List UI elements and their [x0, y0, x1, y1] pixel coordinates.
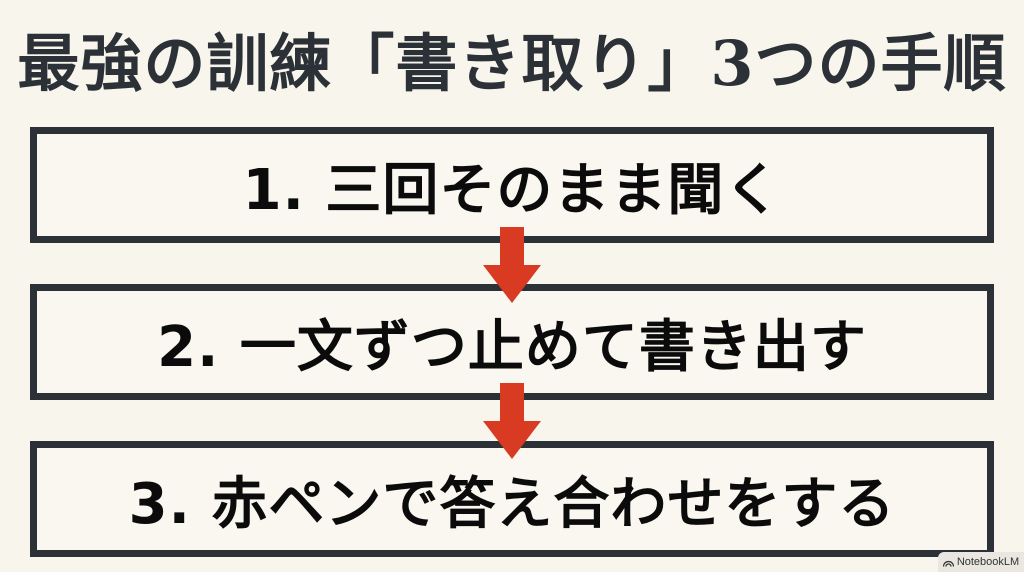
step-box-1: 1. 三回そのまま聞く [30, 127, 994, 243]
down-arrow-icon [483, 383, 541, 459]
watermark-label: NotebookLM [956, 556, 1020, 568]
slide-title: 最強の訓練「書き取り」3つの手順 [17, 27, 1007, 100]
step-box-3: 3. 赤ペンで答え合わせをする [30, 441, 994, 557]
notebooklm-watermark: NotebookLM [938, 552, 1024, 572]
step-label: 3. 赤ペンで答え合わせをする [128, 471, 896, 537]
step-label: 2. 一文ずつ止めて書き出す [157, 314, 867, 380]
down-arrow-icon [483, 227, 541, 303]
notebooklm-logo-icon [942, 560, 954, 567]
step-label: 1. 三回そのまま聞く [242, 157, 782, 223]
